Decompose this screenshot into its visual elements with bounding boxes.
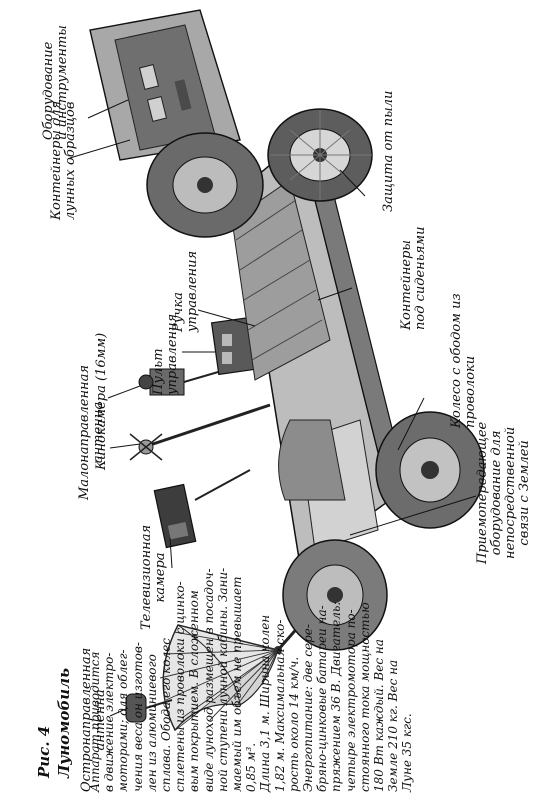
description-line: Длина 3,1 м. Ширина колен	[258, 614, 273, 792]
label-movie-camera: Кинокамера (16мм)	[94, 332, 109, 470]
description-line: 0,85 м³.	[244, 742, 259, 792]
rover-chassis	[231, 138, 411, 567]
description-line: бряно-цинковые батареи на-	[315, 605, 330, 792]
figure-title: Луномобиль	[55, 667, 73, 778]
description-line: виде луноход размещен в посадоч-	[201, 568, 216, 792]
rear-equipment-rack	[89, 9, 241, 161]
description-line: Земле 210 кг. Вес на	[386, 659, 401, 792]
figure-number: Рис. 4	[35, 725, 53, 778]
label-dust-guard: Защита от пыли	[381, 90, 396, 212]
label-hand-control: Ручка управления	[171, 250, 200, 332]
figure-heading: Рис. 4 Луномобиль	[34, 668, 74, 778]
description-line: 1,82 м. Максимальная ско-	[272, 619, 287, 792]
high-gain-antenna-dish	[125, 624, 302, 732]
description-line: четыре электромотора по-	[343, 609, 358, 792]
description-line: пряжением 36 В. Двигатель:	[329, 601, 344, 792]
description-line: маемый им объем не превышает	[230, 576, 245, 792]
description-line: Луне 35 кгс.	[400, 713, 415, 792]
description-line: ной ступени лунной кабины. Зани-	[215, 567, 230, 792]
label-wheel: Колесо с ободом из проволоки	[449, 293, 478, 428]
low-gain-antenna-mast	[129, 403, 271, 461]
wheel-front-left	[282, 539, 388, 651]
leader-lines	[69, 99, 477, 717]
label-comm-equipment: Приемопередающее оборудование для непоср…	[475, 421, 532, 564]
description-line: Энергопитание: две сере-	[301, 624, 316, 792]
label-high-gain-antenna: Остронаправленная антенна	[79, 647, 108, 792]
description-line: моторами; для облег-	[116, 649, 131, 792]
wheel-rear-right	[267, 108, 373, 202]
label-sample-containers: Контейнеры для лунных образцов	[49, 100, 78, 220]
tv-camera-body	[153, 469, 251, 549]
description-line: рость около 14 км/ч.	[286, 656, 301, 792]
label-seat-containers: Контейнеры под сиденьями	[399, 226, 428, 330]
description-line: сплетены из проволоки с цинко-	[173, 581, 188, 792]
description-line: 180 Вт каждый. Вес на	[372, 639, 387, 792]
description-line: вым покрытием. В сложенном	[187, 590, 202, 792]
label-tv-camera: Телевизионная камера	[139, 524, 168, 630]
movie-camera-body	[138, 368, 226, 396]
wheel-rear-left	[146, 132, 264, 238]
description-line: стоянного тока мощностью	[357, 602, 372, 792]
